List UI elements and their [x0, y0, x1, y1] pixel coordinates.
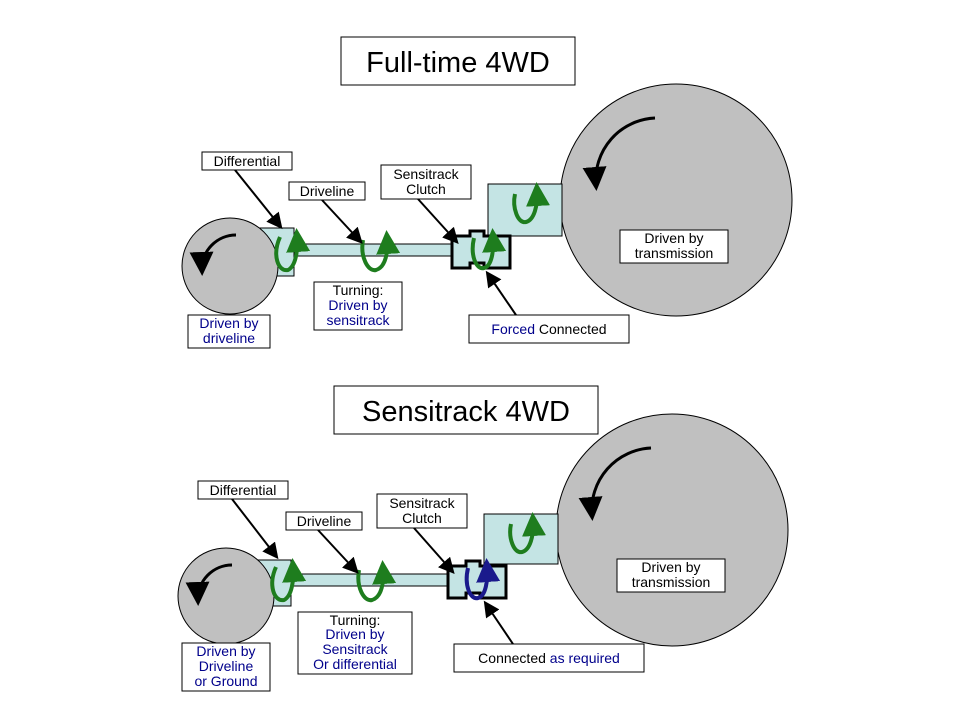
clutch-rotation-icon: [470, 228, 507, 271]
panel-sensitrack: Sensitrack 4WD Differential Driveline Se…: [177, 385, 789, 692]
driveline-wheel: [177, 547, 275, 645]
clutch-label-line-2: Clutch: [406, 181, 446, 197]
turning-label-line-1: Turning:: [333, 282, 384, 298]
driveline-rotation-icon: [360, 230, 401, 273]
transmission-wheel: [555, 413, 789, 647]
small-wheel-label-box: [181, 642, 271, 692]
differential-label-box: [201, 151, 293, 171]
clutch-label-box: [376, 493, 468, 529]
transmission-rotation-icon: [508, 512, 546, 555]
clutch-label-box: [380, 164, 472, 200]
turning-label-line-2: Driven by: [325, 626, 384, 642]
driveline-shaft: [289, 573, 451, 587]
turning-label-box: [297, 611, 413, 675]
clutch-pointer: [413, 527, 455, 574]
panel-title: Full-time 4WD: [366, 47, 550, 79]
turning-label-line-3: Sensitrack: [322, 641, 388, 657]
small-wheel-rotation-arrow: [185, 563, 233, 606]
big-wheel-label-line-2: transmission: [635, 245, 714, 261]
connection-label: Forced Connected: [491, 321, 606, 337]
small-wheel-label-line-2: driveline: [203, 330, 255, 346]
driveline-wheel: [181, 217, 279, 315]
small-wheel-label-line-2: Driveline: [199, 658, 254, 674]
driveline-label: Driveline: [297, 513, 352, 529]
differential-label-box: [197, 480, 289, 500]
sensitrack-clutch: [446, 559, 508, 600]
big-wheel-label-line-1: Driven by: [644, 230, 703, 246]
connection-label-highlight: Forced: [491, 321, 535, 337]
differential-label: Differential: [214, 153, 281, 169]
turning-label-line-1: Turning:: [330, 612, 381, 628]
panel-title: Sensitrack 4WD: [362, 396, 570, 428]
big-wheel-label-line-1: Driven by: [641, 559, 700, 575]
small-wheel-label-line-3: or Ground: [194, 673, 257, 689]
panel-full-time: Full-time 4WD Differential Driveline Sen…: [181, 36, 793, 349]
driveline-rotation-icon: [356, 560, 397, 603]
connection-pointer: [485, 270, 517, 316]
connection-label-rest: Connected: [478, 650, 550, 666]
turning-label-line-4: Or differential: [313, 656, 397, 672]
clutch-pointer: [417, 198, 459, 244]
big-wheel-label-box: [616, 558, 726, 593]
differential-label: Differential: [210, 482, 277, 498]
big-wheel-label-line-2: transmission: [632, 574, 711, 590]
differential-pointer: [231, 498, 279, 560]
small-wheel-rotation-arrow: [189, 233, 237, 276]
connection-label: Connected as required: [478, 650, 620, 666]
big-wheel-label-box: [619, 229, 729, 264]
turning-label-line-2: Driven by: [328, 297, 387, 313]
connection-label-highlight: as required: [550, 650, 620, 666]
clutch-label-line-1: Sensitrack: [389, 495, 455, 511]
turning-label-line-3: sensitrack: [326, 312, 390, 328]
driveline-shaft: [293, 243, 455, 257]
panel-title-box: [333, 385, 599, 435]
turning-label-box: [313, 281, 403, 331]
connection-label-box: [453, 643, 645, 673]
transmission-wheel: [559, 83, 793, 317]
differential-rotation-icon: [274, 228, 311, 273]
connection-pointer: [483, 600, 514, 645]
small-wheel-label-box: [187, 314, 271, 349]
clutch-rotation-icon: [464, 558, 501, 601]
wheel-rotation-arrow: [578, 446, 652, 521]
panel-title-box: [340, 36, 576, 86]
transmission-rotation-icon: [512, 182, 550, 225]
connection-label-box: [468, 314, 630, 344]
clutch-label-line-1: Sensitrack: [393, 166, 459, 182]
small-wheel-label-line-1: Driven by: [196, 643, 255, 659]
transmission-block: [487, 183, 563, 237]
small-wheel-label-line-1: Driven by: [199, 315, 258, 331]
wheel-rotation-arrow: [582, 116, 656, 191]
clutch-label-line-2: Clutch: [402, 510, 442, 526]
driveline-label: Driveline: [300, 183, 355, 199]
driveline-label-box: [285, 511, 363, 531]
differential-rotation-icon: [270, 558, 307, 603]
driveline-pointer: [321, 199, 363, 244]
connection-label-rest: Connected: [535, 321, 607, 337]
transmission-block: [483, 513, 559, 565]
driveline-pointer: [317, 529, 359, 574]
sensitrack-clutch: [450, 229, 512, 270]
differential-pointer: [234, 169, 283, 230]
driveline-label-box: [288, 181, 366, 201]
